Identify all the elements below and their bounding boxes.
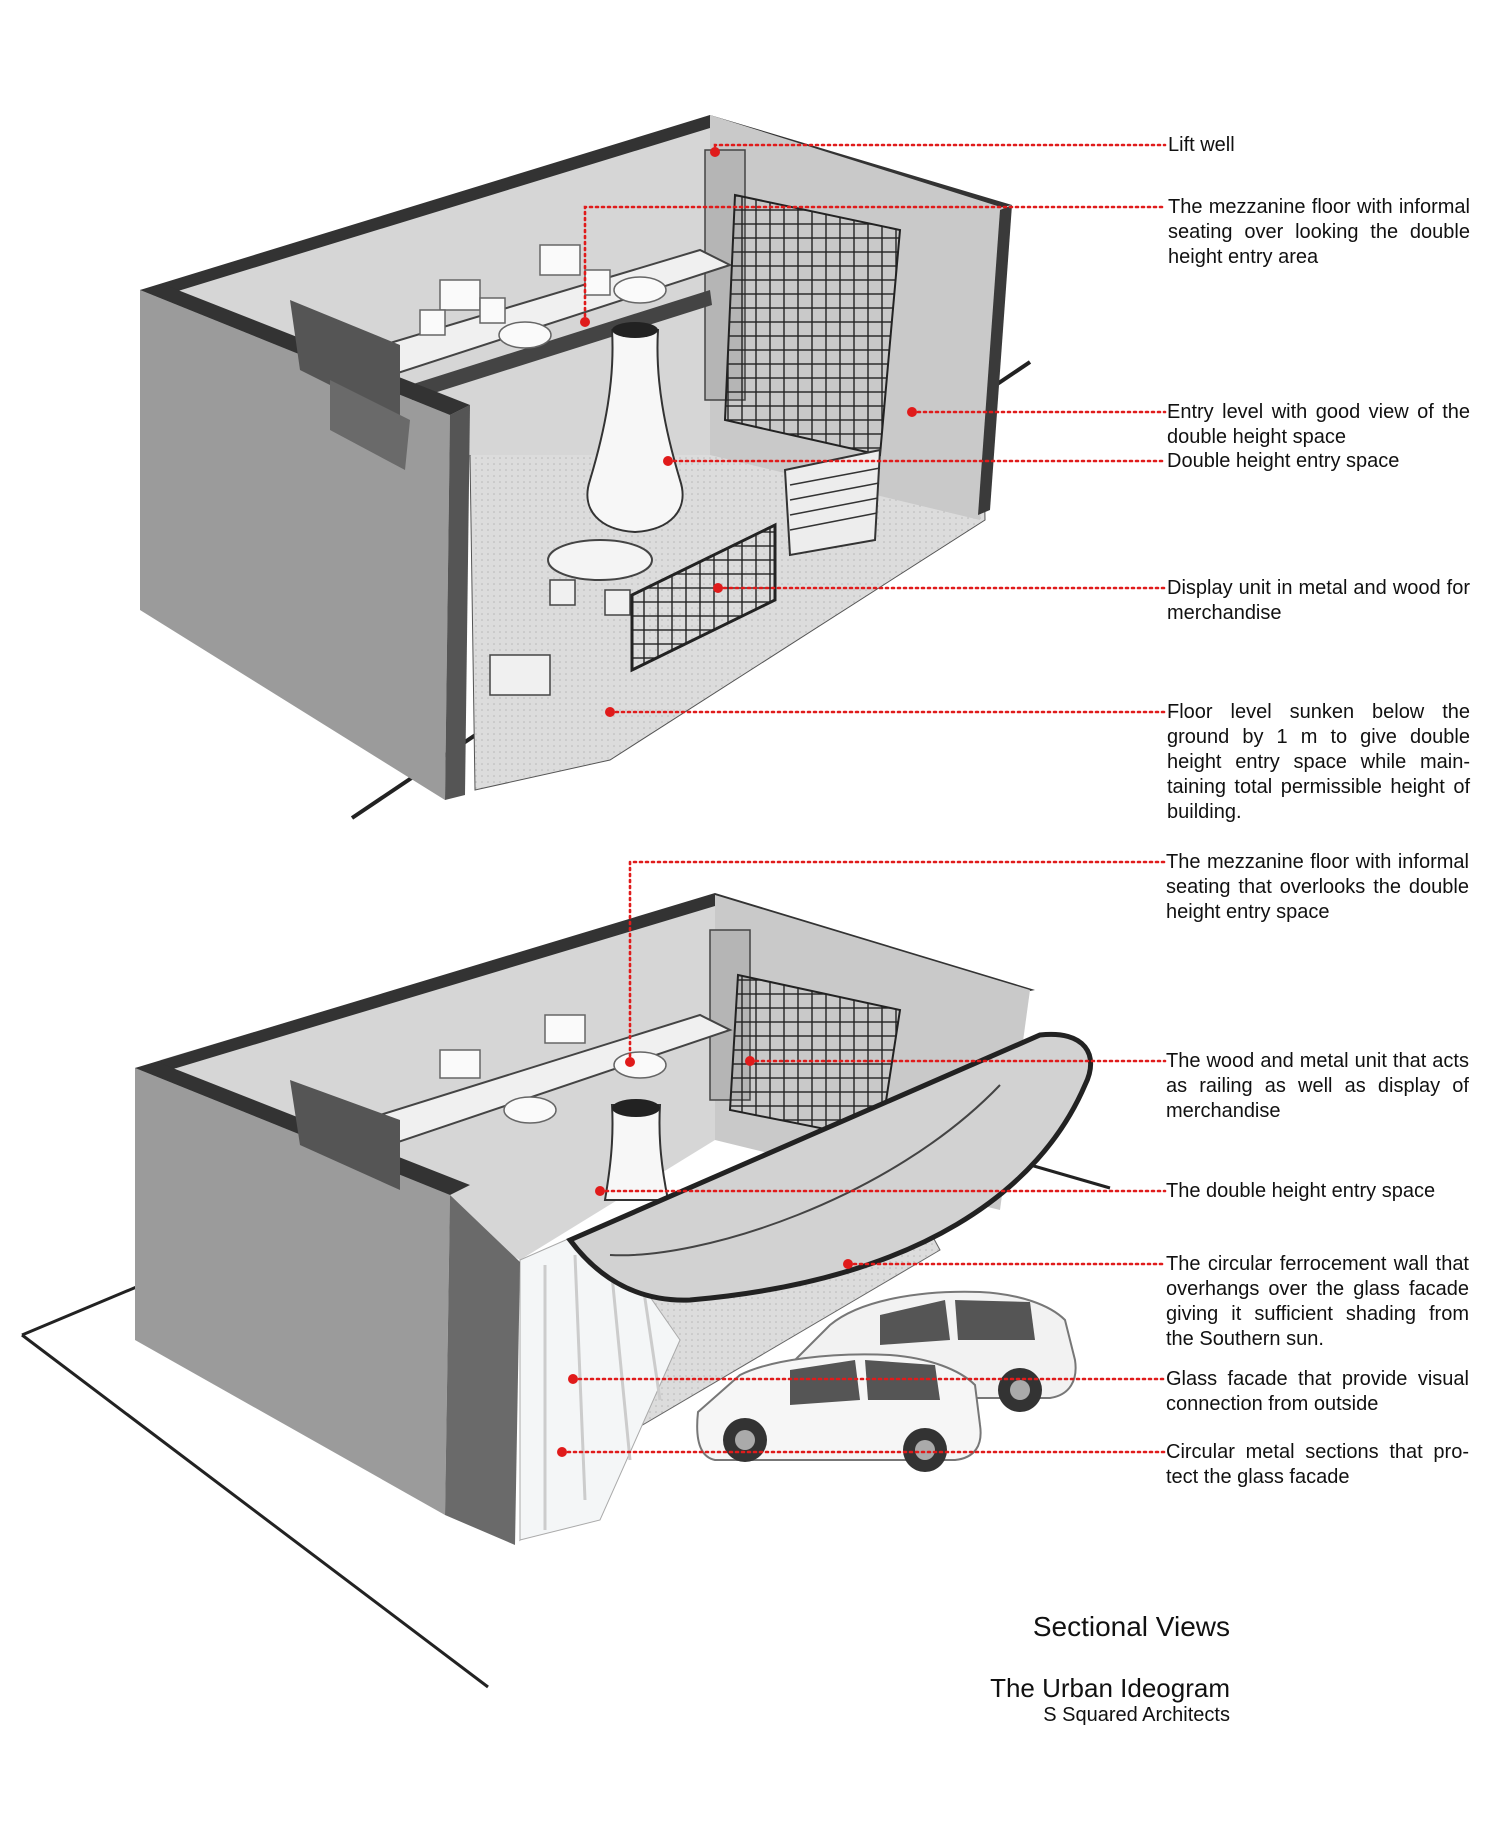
label-railing-unit: The wood and metal unit that acts as rai… — [1166, 1050, 1469, 1122]
leader-display-unit-dot — [713, 583, 723, 593]
leader-lift-well-dot — [710, 147, 720, 157]
leader-mezzanine-top-dot — [580, 317, 590, 327]
title-sectional-views: Sectional Views — [1032, 1611, 1230, 1642]
label-lift-well: Lift well — [1168, 134, 1235, 156]
leader-double-height-dot — [663, 456, 673, 466]
label-floor-sunken: Floor level sunken below the ground by 1… — [1167, 701, 1470, 823]
leader-double-height-2-dot — [595, 1186, 605, 1196]
leader-mezzanine-bottom — [628, 860, 1167, 1064]
label-mezzanine-bottom: The mezzanine floor with infor­mal seati… — [1166, 851, 1469, 923]
leader-metal-sections-dot — [557, 1447, 567, 1457]
label-mezzanine-top: The mezzanine floor with infor­mal seati… — [1168, 196, 1470, 268]
label-double-height-bottom: The double height entry space — [1166, 1180, 1436, 1202]
leader-entry-view-dot — [907, 407, 917, 417]
label-ferro-wall: The circular ferrocement wall that overh… — [1166, 1253, 1469, 1350]
leader-railing-unit-dot — [745, 1056, 755, 1066]
top-section-model — [140, 115, 1032, 820]
label-entry-view: Entry level with good view of the double… — [1167, 401, 1470, 448]
leader-lines — [557, 143, 1167, 1457]
project-name: The Urban Ideogram — [990, 1673, 1230, 1703]
architect-name: S Squared Architects — [1043, 1704, 1230, 1726]
label-metal-sections: Circular metal sections that pro­tect th… — [1166, 1441, 1469, 1488]
label-glass-facade: Glass facade that provide visual connect… — [1166, 1368, 1469, 1415]
leader-mezzanine-bottom-dot — [625, 1057, 635, 1067]
label-double-height-top: Double height entry space — [1167, 450, 1400, 472]
leader-ferro-wall-dot — [843, 1259, 853, 1269]
leader-mezzanine-top — [583, 205, 1167, 324]
label-display-unit: Display unit in metal and wood for merch… — [1167, 577, 1470, 624]
car-front — [696, 1353, 982, 1472]
bottom-section-model — [21, 893, 1111, 1689]
leader-glass-facade-dot — [568, 1374, 578, 1384]
leader-floor-sunken-dot — [605, 707, 615, 717]
